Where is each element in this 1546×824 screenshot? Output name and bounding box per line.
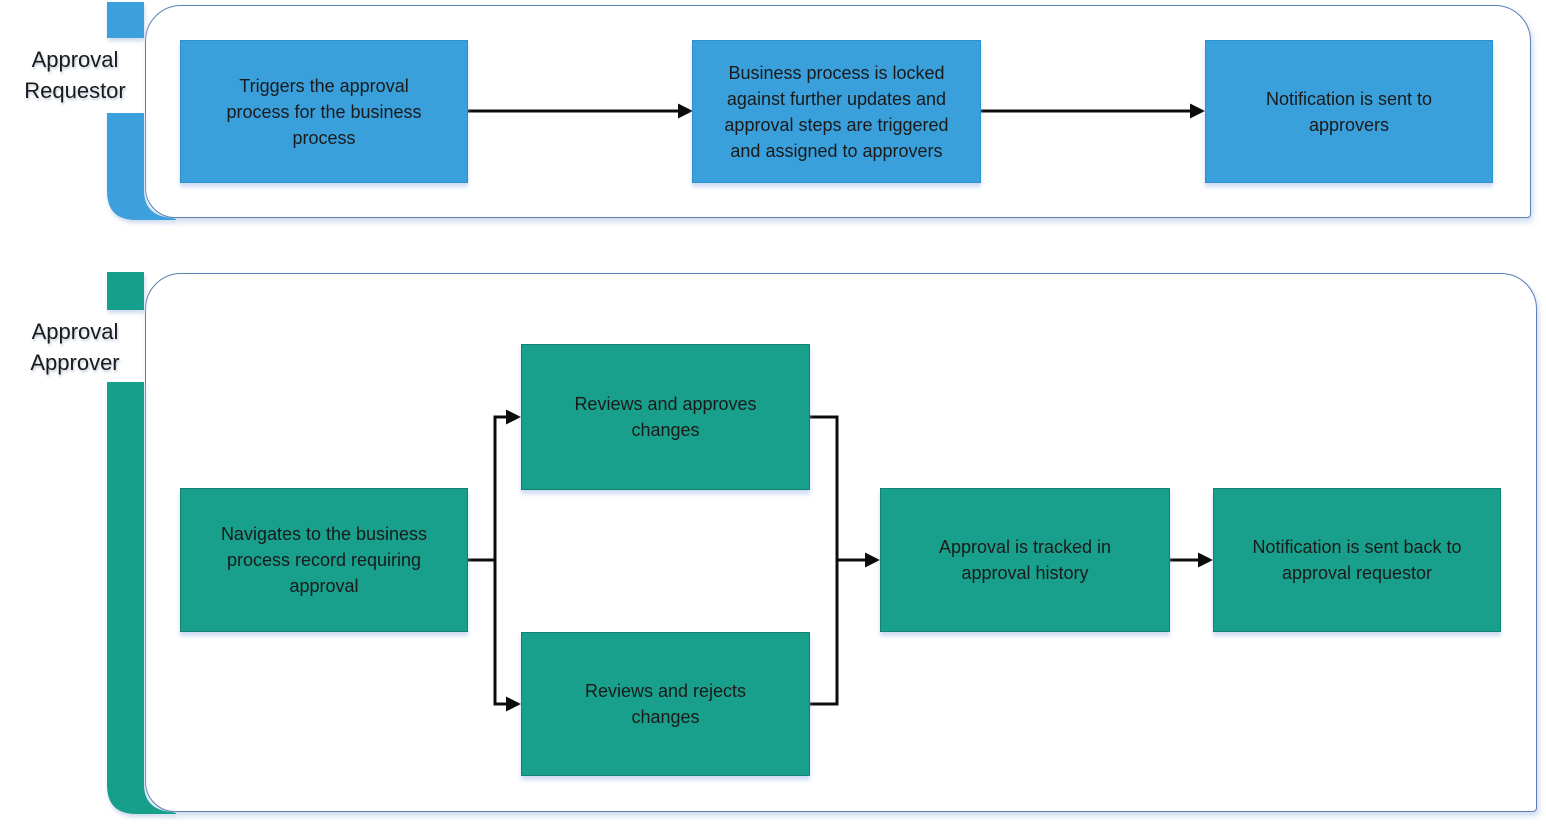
flow-step-approve-changes: Reviews and approves changes <box>521 344 810 490</box>
lane-label-approval-approver: Approval Approver <box>30 319 120 375</box>
flow-step-reject-changes: Reviews and rejects changes <box>521 632 810 776</box>
lane-label-approval-requestor: Approval Requestor <box>24 47 126 103</box>
flow-step-notify-approvers: Notification is sent to approvers <box>1205 40 1493 183</box>
flow-step-approval-tracked: Approval is tracked in approval history <box>880 488 1170 632</box>
flow-step-navigate-record: Navigates to the business process record… <box>180 488 468 632</box>
flow-step-notify-requestor: Notification is sent back to approval re… <box>1213 488 1501 632</box>
flow-step-process-locked: Business process is locked against furth… <box>692 40 981 183</box>
flow-step-trigger-approval: Triggers the approval process for the bu… <box>180 40 468 183</box>
